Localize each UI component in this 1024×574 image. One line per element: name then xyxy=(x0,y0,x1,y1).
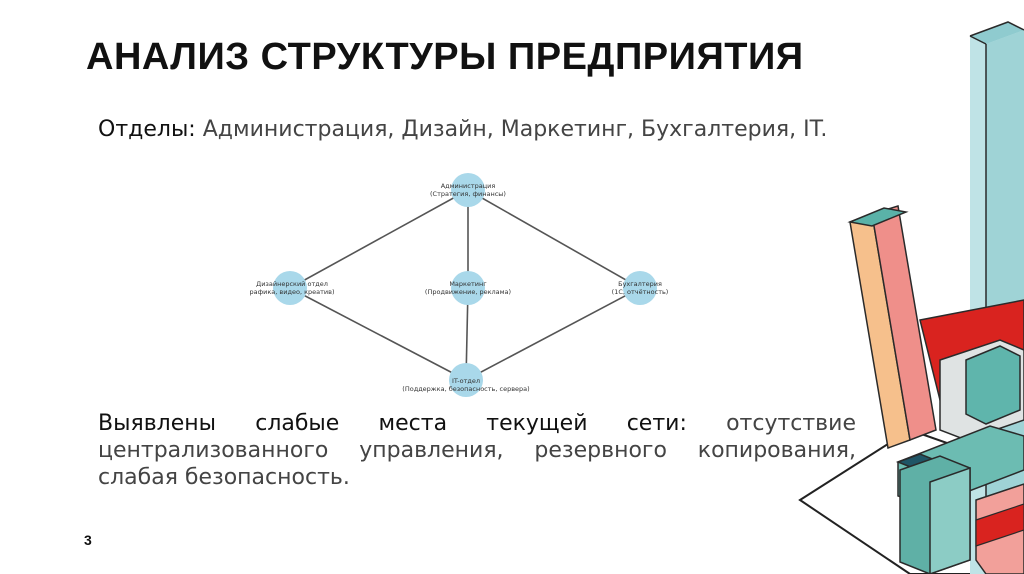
node-admin-name: Администрация xyxy=(441,182,496,190)
weak-points-text: Выявлены слабые места текущей сети: отсу… xyxy=(98,410,856,491)
departments-text: Отделы: Администрация, Дизайн, Маркетинг… xyxy=(98,116,858,144)
slide-title: АНАЛИЗ СТРУКТУРЫ ПРЕДПРИЯТИЯ xyxy=(86,36,804,78)
page-number: 3 xyxy=(84,532,92,548)
node-it xyxy=(449,363,483,397)
weak-points-label: Выявлены слабые места текущей сети: xyxy=(98,411,687,436)
weak-points-body: отсутствие централизованного управления,… xyxy=(98,411,856,490)
node-it-name: IT-отдел xyxy=(452,377,480,385)
diagram-nodes xyxy=(273,173,657,397)
node-accounting-name: Бухгалтерия xyxy=(618,280,662,288)
edge-design-it xyxy=(289,287,467,381)
node-accounting xyxy=(623,271,657,305)
node-design xyxy=(273,271,307,305)
node-marketing xyxy=(451,271,485,305)
departments-label: Отделы: xyxy=(98,117,196,142)
node-design-sub: рафика, видео, креатив) xyxy=(249,288,334,296)
diagram-labels: Администрация (Стратегия, финансы) Дизай… xyxy=(249,182,668,393)
edge-accounting-it xyxy=(465,287,641,381)
network-diagram: Администрация (Стратегия, финансы) Дизай… xyxy=(249,173,668,397)
node-design-name: Дизайнерский отдел xyxy=(256,280,328,288)
departments-list: Администрация, Дизайн, Маркетинг, Бухгал… xyxy=(195,117,828,142)
edge-admin-design xyxy=(289,189,469,289)
node-marketing-sub: (Продвижение, реклама) xyxy=(425,288,511,296)
decorative-blocks-illustration xyxy=(798,21,1024,574)
edge-admin-accounting xyxy=(467,189,641,289)
node-accounting-sub: (1С, отчётность) xyxy=(612,288,669,296)
node-admin-sub: (Стратегия, финансы) xyxy=(430,190,506,198)
node-marketing-name: Маркетинг xyxy=(449,280,487,288)
node-admin xyxy=(451,173,485,207)
node-it-sub: (Поддержка, безопасность, сервера) xyxy=(402,385,529,393)
